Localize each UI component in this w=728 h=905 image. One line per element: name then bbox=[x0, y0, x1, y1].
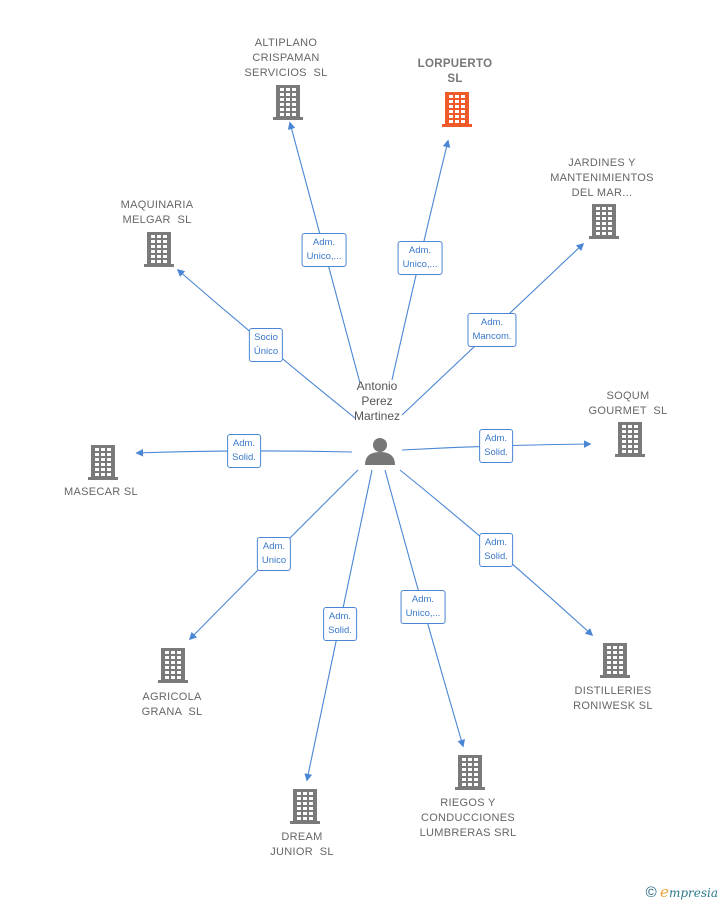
relation-badge-dream[interactable]: Adm. Solid. bbox=[323, 607, 357, 641]
building-icon-maquinaria[interactable] bbox=[144, 232, 174, 267]
building-icon-dream[interactable] bbox=[290, 789, 320, 824]
relation-badge-agricola[interactable]: Adm. Unico bbox=[256, 537, 292, 571]
relation-badge-lorpuerto[interactable]: Adm. Unico,... bbox=[397, 241, 443, 275]
company-name-maquinaria: MAQUINARIA MELGAR SL bbox=[120, 199, 194, 226]
relation-badge-distilleries[interactable]: Adm. Solid. bbox=[479, 533, 513, 567]
brand-initial: e bbox=[660, 883, 669, 901]
copyright-symbol: © bbox=[645, 884, 657, 901]
company-name-lorpuerto: LORPUERTO SL bbox=[417, 58, 493, 85]
company-name-masecar: MASECAR SL bbox=[64, 486, 138, 498]
person-name: Antonio Perez Martinez bbox=[353, 379, 401, 423]
company-name-dream: DREAM JUNIOR SL bbox=[270, 831, 334, 858]
building-icon-altiplano[interactable] bbox=[273, 85, 303, 120]
building-icon-distilleries[interactable] bbox=[600, 643, 630, 678]
brand-name: mpresia bbox=[668, 886, 718, 900]
person-icon[interactable] bbox=[365, 438, 395, 465]
building-icon-riegos[interactable] bbox=[455, 755, 485, 790]
company-name-jardines: JARDINES Y MANTENIMIENTOS DEL MAR... bbox=[550, 157, 654, 199]
company-name-agricola: AGRICOLA GRANA SL bbox=[141, 691, 203, 718]
relation-badge-masecar[interactable]: Adm. Solid. bbox=[227, 434, 261, 468]
building-icon-masecar[interactable] bbox=[88, 445, 118, 480]
relation-badge-altiplano[interactable]: Adm. Unico,... bbox=[301, 233, 347, 267]
company-name-riegos: RIEGOS Y CONDUCCIONES LUMBRERAS SRL bbox=[419, 797, 517, 839]
copyright-brand: © empresia bbox=[646, 883, 718, 901]
building-icon-agricola[interactable] bbox=[158, 648, 188, 683]
building-icon-soqum[interactable] bbox=[615, 422, 645, 457]
company-name-soqum: SOQUM GOURMET SL bbox=[588, 390, 668, 417]
building-icon-lorpuerto[interactable] bbox=[442, 92, 472, 127]
relation-badge-riegos[interactable]: Adm. Unico,... bbox=[400, 590, 446, 624]
relation-badge-jardines[interactable]: Adm. Mancom. bbox=[467, 313, 517, 347]
company-name-altiplano: ALTIPLANO CRISPAMAN SERVICIOS SL bbox=[244, 37, 328, 79]
relation-badge-soqum[interactable]: Adm. Solid. bbox=[479, 429, 513, 463]
relation-badge-maquinaria[interactable]: Socio Único bbox=[248, 328, 284, 362]
building-icon-jardines[interactable] bbox=[589, 204, 619, 239]
company-name-distilleries: DISTILLERIES RONIWESK SL bbox=[573, 685, 653, 712]
